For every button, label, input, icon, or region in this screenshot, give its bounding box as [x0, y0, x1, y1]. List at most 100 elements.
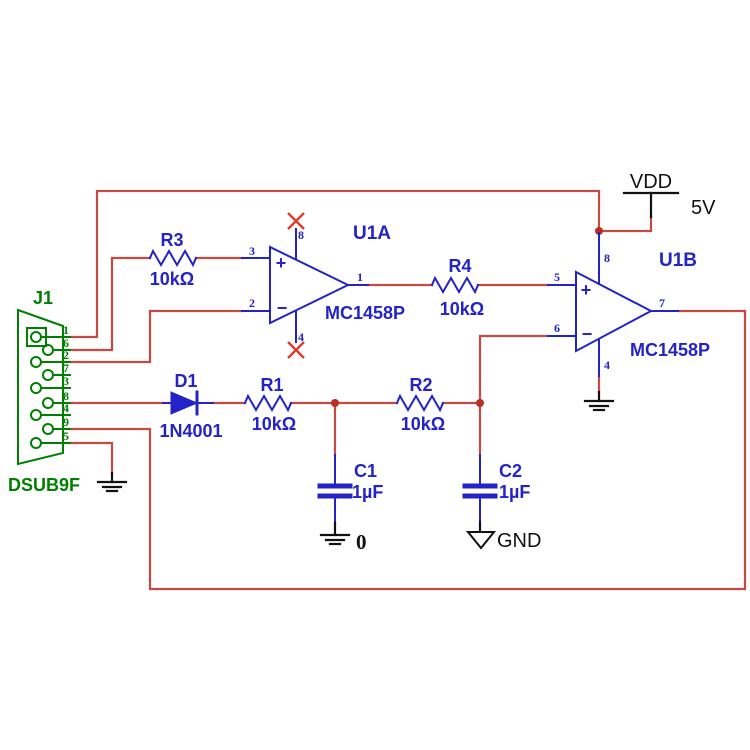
u1b-part-label: MC1458P — [630, 340, 710, 360]
earth-ground-icon[interactable]: 0 — [319, 521, 367, 554]
resistor-zigzag — [244, 395, 292, 411]
wire-net-r3-input — [68, 256, 244, 352]
junction-dot — [331, 399, 339, 407]
u1a-part-label: MC1458P — [325, 303, 405, 323]
capacitor-c2[interactable]: C2 1µF — [462, 454, 530, 523]
wire-net-feedback-loop — [68, 309, 747, 591]
resistor-zigzag — [431, 277, 479, 293]
c1-refdes: C1 — [354, 461, 377, 481]
opamp-plus-sign: + — [276, 253, 287, 273]
diode-triangle — [170, 391, 199, 415]
j1-pin-number: 8 — [63, 389, 69, 403]
capacitor-c1[interactable]: C1 1µF — [317, 454, 383, 524]
opamp-u1b[interactable]: + − 5 6 7 8 4 U1B MC1458P — [547, 232, 710, 377]
u1b-pin-number: 8 — [604, 251, 610, 265]
ground-net-label: 0 — [356, 530, 367, 554]
opamp-minus-sign: − — [277, 298, 288, 318]
c2-value: 1µF — [499, 482, 530, 502]
connector-pin-circle — [30, 356, 42, 368]
u1b-refdes: U1B — [659, 250, 697, 271]
x-stroke — [287, 341, 305, 359]
connector-pin-circle — [42, 344, 54, 356]
j1-pin-number: 1 — [63, 323, 69, 337]
junction-dot — [476, 399, 484, 407]
opamp-triangle — [269, 245, 351, 325]
opamp-plus-sign: + — [581, 280, 592, 300]
wire-segment — [68, 189, 601, 339]
vdd-voltage-label: 5V — [691, 197, 716, 219]
wire-segment — [68, 441, 114, 475]
c1-value: 1µF — [352, 482, 383, 502]
connector-pin-circle — [42, 369, 54, 381]
j1-pin-number: 9 — [63, 415, 69, 429]
gnd-arrow-icon[interactable]: GND — [465, 520, 541, 552]
u1b-pin-number: 6 — [554, 321, 560, 335]
resistor-r3[interactable]: R3 10kΩ — [149, 230, 197, 289]
d1-refdes: D1 — [174, 371, 197, 391]
r4-refdes: R4 — [448, 256, 471, 276]
wire-net-u1a-inverting — [68, 309, 244, 364]
opamp-triangle — [575, 270, 654, 353]
r1-value: 10kΩ — [252, 414, 296, 434]
r2-refdes: R2 — [409, 375, 432, 395]
u1a-pin-number: 3 — [249, 244, 255, 258]
r2-value: 10kΩ — [401, 414, 445, 434]
wire-net-vdd-link — [597, 215, 653, 233]
wire-segment — [68, 309, 244, 364]
wire-net-j1-pin5-ground — [68, 441, 114, 475]
connector-pin-circle — [30, 409, 42, 421]
j1-part-label: DSUB9F — [8, 475, 80, 495]
resistor-zigzag — [149, 250, 197, 266]
connector-body — [17, 308, 64, 466]
connector-pin-circle — [30, 331, 42, 343]
vdd-net-label: VDD — [630, 171, 672, 193]
wire-net-r2-to-u1b-inverting — [478, 334, 550, 405]
connector-pin-circle — [42, 397, 54, 409]
u1a-pin-number: 4 — [298, 330, 304, 344]
j1-pin-number: 3 — [63, 374, 69, 388]
r1-refdes: R1 — [260, 375, 283, 395]
j1-pin-number: 7 — [63, 361, 69, 375]
no-connect-x-icon — [287, 212, 305, 230]
u1b-pin-number: 7 — [659, 296, 665, 310]
u1b-pin-number: 5 — [554, 270, 560, 284]
gnd-triangle — [465, 531, 497, 550]
c2-refdes: C2 — [499, 461, 522, 481]
r3-refdes: R3 — [160, 230, 183, 250]
wire-segment — [597, 215, 653, 233]
j1-refdes: J1 — [33, 288, 53, 308]
j1-pin-number: 4 — [63, 401, 69, 415]
wire-net-top-rail — [68, 189, 601, 339]
opamp-u1a[interactable]: + − 3 2 1 8 4 U1A MC1458P — [241, 223, 405, 344]
junction-dot — [595, 227, 603, 235]
connector-pin-circle — [30, 437, 42, 449]
opamp-minus-sign: − — [582, 324, 593, 344]
wire-segment — [68, 309, 747, 591]
r4-value: 10kΩ — [440, 299, 484, 319]
connector-pin-circle — [30, 382, 42, 394]
resistor-zigzag — [396, 395, 444, 411]
connector-pin-circle — [42, 423, 54, 435]
diode-d1[interactable]: D1 1N4001 — [159, 371, 222, 441]
j1-pin-number: 6 — [63, 336, 69, 350]
resistor-r2[interactable]: R2 10kΩ — [396, 375, 445, 434]
earth-ground-icon[interactable] — [583, 390, 615, 412]
d1-part-label: 1N4001 — [159, 421, 222, 441]
resistor-r1[interactable]: R1 10kΩ — [244, 375, 296, 434]
u1a-pin-number: 2 — [249, 296, 255, 310]
u1a-pin-number: 8 — [298, 228, 304, 242]
resistor-r4[interactable]: R4 10kΩ — [431, 256, 484, 319]
wire-segment — [68, 256, 152, 352]
r3-value: 10kΩ — [150, 269, 194, 289]
u1b-pin-number: 4 — [604, 358, 610, 372]
wire-segment — [478, 334, 550, 405]
gnd-net-label: GND — [497, 530, 541, 552]
connector-j1[interactable]: 1 6 2 7 3 8 4 9 5 J1 DSUB9F — [8, 288, 80, 495]
vdd-supply[interactable]: VDD 5V — [622, 171, 716, 219]
x-stroke — [287, 212, 305, 230]
j1-pin-number: 5 — [63, 429, 69, 443]
no-connect-x-icon — [287, 341, 305, 359]
earth-ground-icon[interactable] — [96, 471, 128, 493]
